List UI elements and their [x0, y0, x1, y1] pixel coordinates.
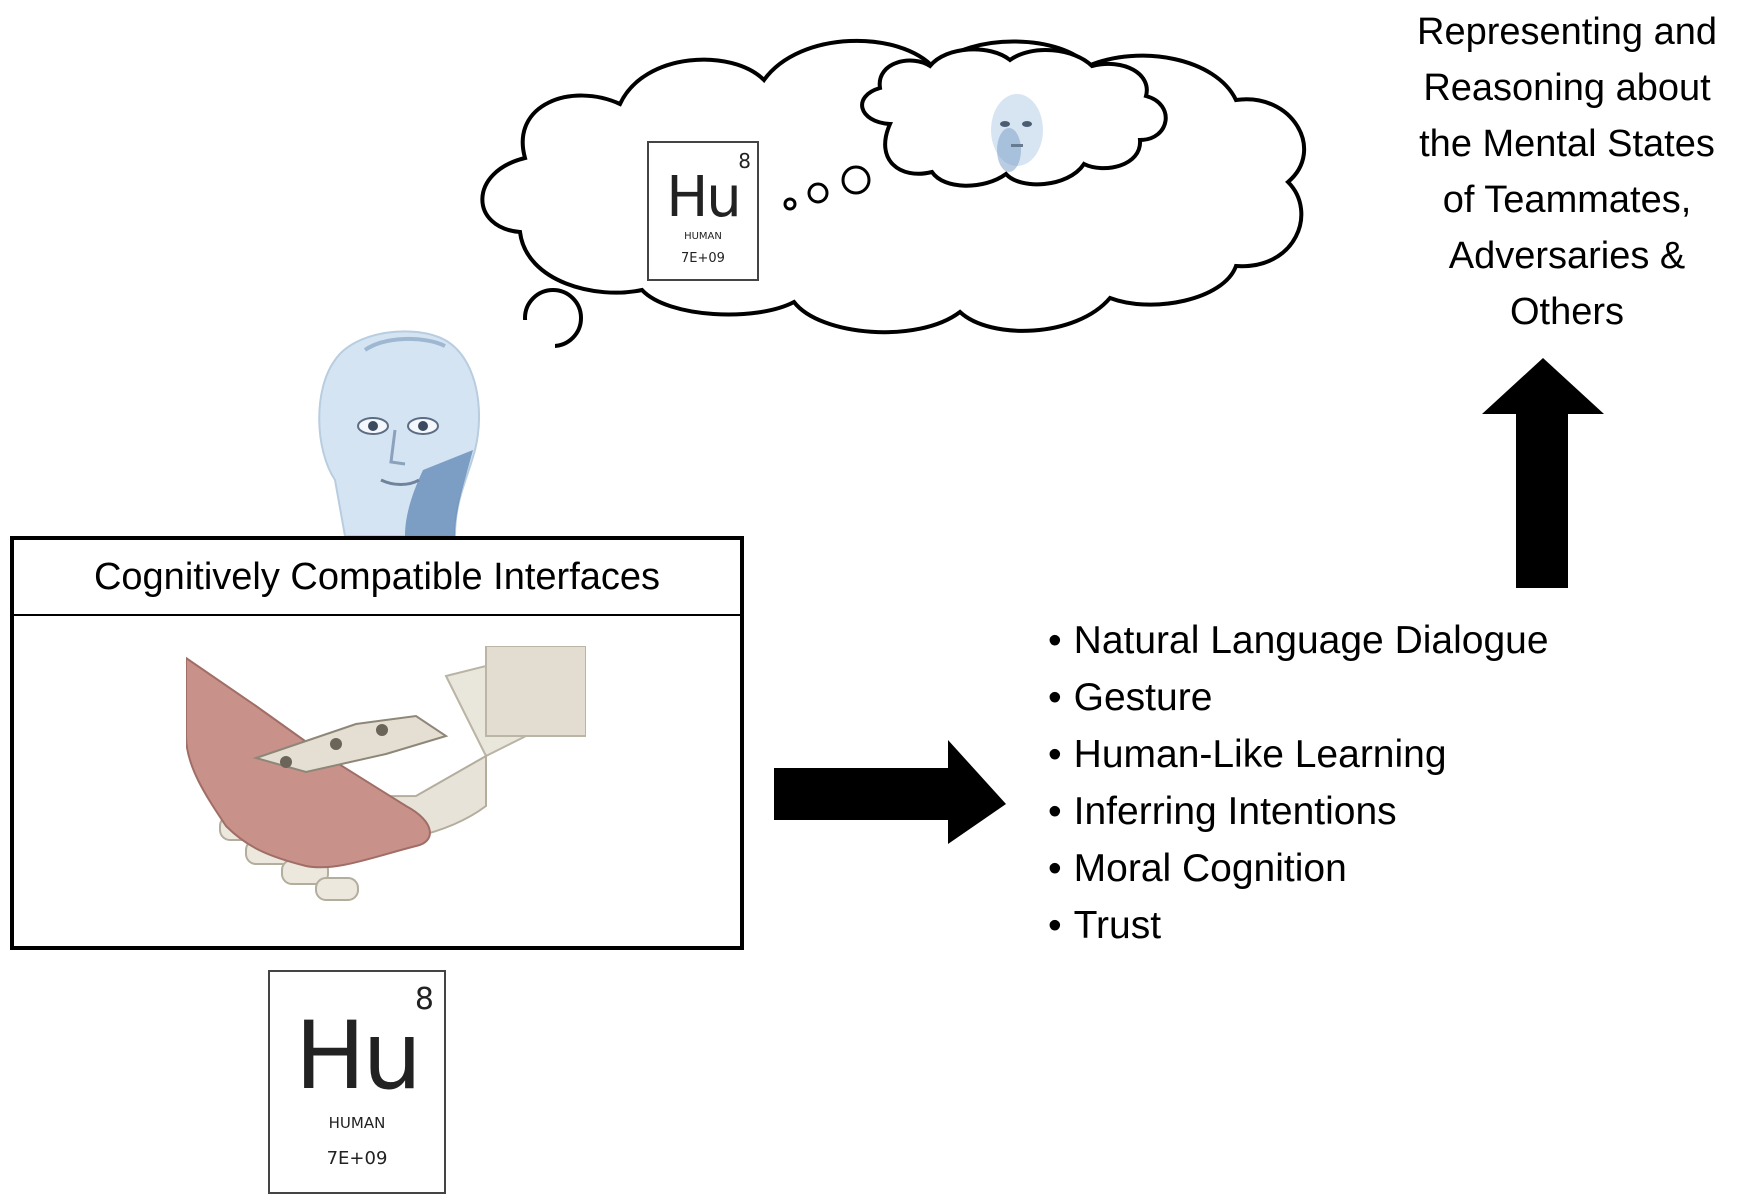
- element-tile-name: HUMAN: [684, 231, 722, 242]
- element-tile-mass: 7E+09: [326, 1148, 388, 1169]
- inner-bubble-1: [783, 197, 797, 211]
- element-tile-number: 8: [738, 149, 751, 173]
- robot-head-large-image: [215, 320, 555, 537]
- up-arrow: [1482, 358, 1604, 588]
- capability-list: Natural Language Dialogue Gesture Human-…: [1048, 612, 1549, 954]
- inner-bubble-3: [841, 165, 871, 195]
- interfaces-title: Cognitively Compatible Interfaces: [14, 540, 740, 616]
- element-tile-small: 8 Hu HUMAN 7E+09: [647, 141, 759, 281]
- element-tile-name: HUMAN: [328, 1114, 386, 1132]
- interfaces-box: Cognitively Compatible Interfaces: [10, 536, 744, 950]
- capability-item: Moral Cognition: [1048, 840, 1549, 897]
- element-tile-large: 8 Hu HUMAN 7E+09: [268, 970, 446, 1194]
- robot-head-small-image: [991, 94, 1043, 172]
- inner-bubble-2: [807, 182, 829, 204]
- capability-item: Human-Like Learning: [1048, 726, 1549, 783]
- element-tile-symbol: Hu: [294, 1002, 422, 1111]
- capability-item: Trust: [1048, 897, 1549, 954]
- capability-item: Gesture: [1048, 669, 1549, 726]
- mental-states-text: Representing and Reasoning about the Men…: [1417, 11, 1717, 333]
- right-arrow: [774, 740, 1006, 844]
- capability-item: Natural Language Dialogue: [1048, 612, 1549, 669]
- element-tile-symbol: Hu: [666, 165, 742, 230]
- handshake-image: [186, 646, 586, 901]
- element-tile-number: 8: [414, 982, 434, 1017]
- element-tile-mass: 7E+09: [681, 251, 725, 266]
- capability-item: Inferring Intentions: [1048, 783, 1549, 840]
